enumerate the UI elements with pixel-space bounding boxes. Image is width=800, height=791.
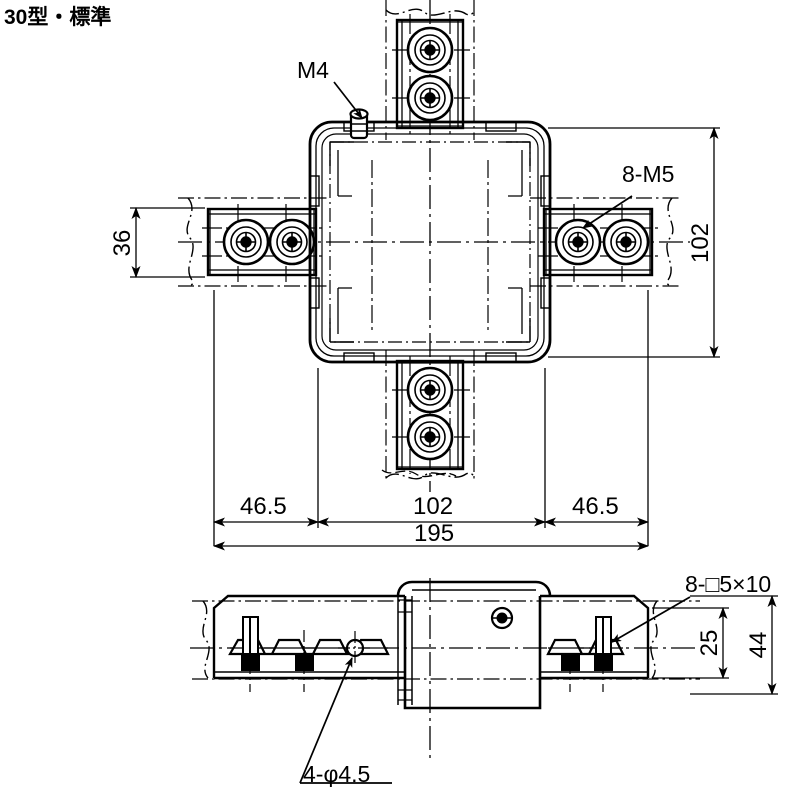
dim-center-width: 102 xyxy=(413,493,453,520)
page-title: 30型・標準 xyxy=(4,6,112,29)
label-8-m5: 8-M5 xyxy=(622,161,674,187)
phi-hole-leader xyxy=(299,657,392,784)
label-phi: 4-φ4.5 xyxy=(303,761,370,787)
label-square-hole: 8-□5×10 xyxy=(685,571,771,597)
dim-25 xyxy=(652,607,729,679)
side-left-duct xyxy=(212,594,405,692)
dim-chain-bottom xyxy=(213,290,649,551)
m4-leader xyxy=(333,81,363,119)
dim-102-vertical xyxy=(548,127,720,358)
label-m4: M4 xyxy=(297,57,329,83)
dim-side-inner-height: 25 xyxy=(696,630,723,657)
side-elevation xyxy=(190,578,778,784)
dim-body-height: 102 xyxy=(687,223,714,263)
side-right-duct xyxy=(540,594,650,692)
dim-arm-width: 36 xyxy=(109,230,136,257)
right-arm xyxy=(530,197,682,287)
dim-36 xyxy=(130,207,205,278)
m5-leader xyxy=(582,195,633,229)
dim-44 xyxy=(690,595,778,695)
dim-total-width: 195 xyxy=(414,520,454,547)
dim-right-width: 46.5 xyxy=(572,493,619,520)
dim-side-total-height: 44 xyxy=(745,632,772,659)
top-arm xyxy=(385,0,475,140)
side-center-body xyxy=(338,580,552,710)
square-hole-leader xyxy=(611,596,691,643)
dim-left-width: 46.5 xyxy=(240,493,287,520)
plan-view xyxy=(130,0,720,551)
